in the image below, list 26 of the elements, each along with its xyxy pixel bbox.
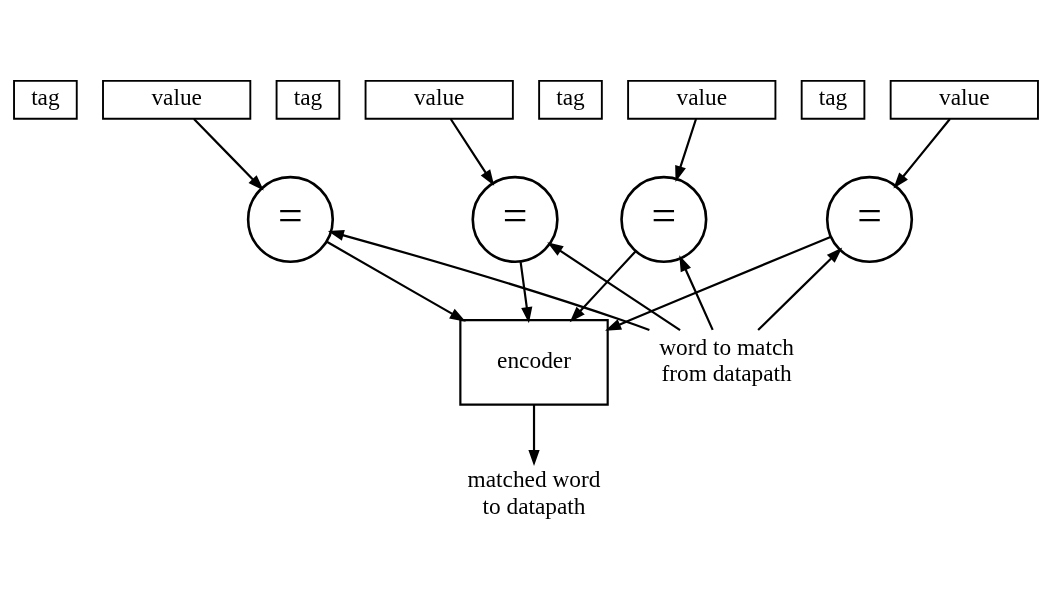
- node-circle: =: [471, 175, 559, 263]
- node-box: value: [364, 79, 514, 120]
- node-box: encoder: [459, 318, 609, 406]
- arrow: [449, 117, 495, 186]
- arrow: [605, 235, 831, 331]
- node-box: tag: [800, 79, 866, 120]
- node-text: matched word to datapath: [467, 465, 601, 519]
- node-box: tag: [538, 79, 603, 120]
- arrow: [547, 241, 681, 331]
- node-box: tag: [275, 79, 341, 120]
- node-box: value: [102, 79, 252, 120]
- arrow: [528, 404, 540, 466]
- node-circle: =: [620, 175, 708, 263]
- arrow: [757, 247, 843, 331]
- node-box: tag: [13, 79, 78, 120]
- arrow: [326, 240, 466, 322]
- node-text: word to match from datapath: [659, 333, 794, 386]
- node-box: value: [889, 79, 1039, 120]
- arrow: [569, 250, 637, 322]
- arrow: [519, 260, 533, 323]
- node-box: value: [627, 79, 777, 120]
- arrow: [327, 229, 650, 331]
- arrow: [675, 118, 698, 182]
- arrow: [193, 117, 264, 191]
- arrow: [893, 117, 951, 188]
- arrow: [679, 254, 714, 330]
